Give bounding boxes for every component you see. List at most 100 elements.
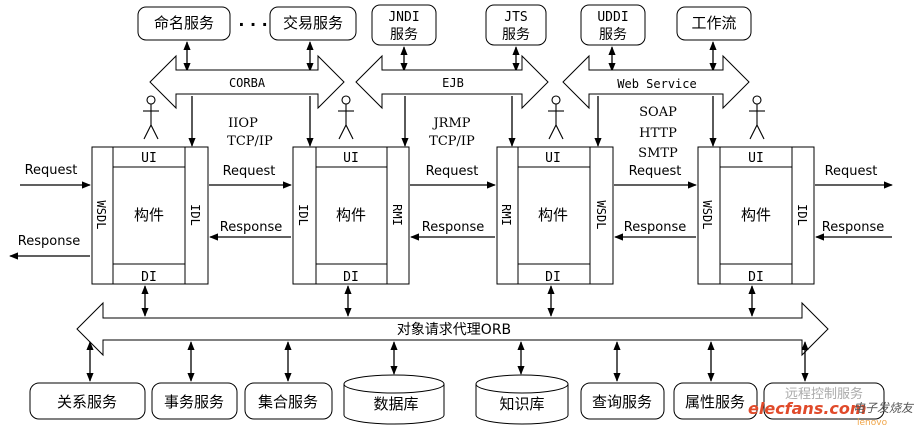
knowledge-base-label: 知识库 <box>499 395 544 413</box>
protocol-tcpip: TCP/IP <box>429 134 475 149</box>
bus-to-component-connectors <box>188 96 717 147</box>
component-di-label: DI <box>141 270 157 285</box>
protocols-middle: JRMP TCP/IP <box>429 116 475 149</box>
response-label: Response <box>18 234 80 249</box>
request-label: Request <box>25 163 78 178</box>
top-service-uddi: UDDI 服务 <box>580 4 646 46</box>
response-label: Response <box>624 220 686 235</box>
component-side-rmi: RMI <box>499 204 513 226</box>
component-side-wsdl: WSDL <box>594 201 608 230</box>
request-labels: Request Request Request Request Request <box>25 163 878 179</box>
top-service-transaction: 交易服务 <box>269 6 357 41</box>
request-label: Request <box>629 164 682 179</box>
request-label: Request <box>426 164 479 179</box>
request-label: Request <box>223 164 276 179</box>
component-to-orb-connectors <box>141 285 756 317</box>
bottom-service-query: 查询服务 <box>580 382 665 420</box>
response-label: Response <box>822 220 884 235</box>
person-icon <box>749 95 765 140</box>
top-service-workflow: 工作流 <box>676 6 752 41</box>
person-icon <box>548 95 564 140</box>
component-side-wsdl: WSDL <box>700 201 714 230</box>
top-service-naming: 命名服务 <box>137 6 231 41</box>
component-di-label: DI <box>748 270 764 285</box>
ellipsis: · · · <box>238 15 267 34</box>
top-service-jts-line2: 服务 <box>502 27 530 43</box>
web-service-bus: Web Service <box>562 54 750 110</box>
bottom-service-remote-control-label: 远程控制服务 <box>785 386 863 402</box>
bottom-service-collection: 集合服务 <box>244 382 333 420</box>
protocol-soap: SOAP <box>639 105 677 120</box>
response-arrows <box>9 233 892 260</box>
corba-bus: CORBA <box>149 54 345 110</box>
protocol-iiop: IIOP <box>228 116 258 131</box>
orb-to-service-connectors <box>86 341 809 382</box>
component-di-label: DI <box>545 270 561 285</box>
bottom-service-relation-label: 关系服务 <box>57 393 117 411</box>
component-ui-label: UI <box>748 151 764 166</box>
bottom-service-property-label: 属性服务 <box>685 393 745 411</box>
bottom-service-transaction-label: 事务服务 <box>164 393 224 411</box>
top-service-jts-line1: JTS <box>504 10 527 25</box>
corba-label: CORBA <box>229 76 266 90</box>
user-icons <box>143 95 765 140</box>
protocol-jrmp: JRMP <box>431 116 470 131</box>
top-service-uddi-line1: UDDI <box>597 10 628 25</box>
orb-bus: 对象请求代理ORB <box>76 301 829 357</box>
request-label: Request <box>825 164 878 179</box>
site-watermark: elecfans.com 电子发烧友 lenovo <box>748 399 914 427</box>
top-connectors <box>183 41 717 72</box>
component-core-label: 构件 <box>538 206 568 224</box>
response-label: Response <box>220 220 282 235</box>
top-service-jndi-line1: JNDI <box>388 10 419 25</box>
top-service-jndi-line2: 服务 <box>390 27 418 43</box>
component-side-rmi: RMI <box>390 204 404 226</box>
ejb-bus: EJB <box>355 54 549 110</box>
response-labels: Response Response Response Response Resp… <box>18 220 884 249</box>
component-2: UI 构件 DI IDL RMI <box>292 146 410 285</box>
ejb-label: EJB <box>442 76 464 90</box>
top-service-uddi-line2: 服务 <box>599 27 627 43</box>
component-core-label: 构件 <box>741 206 771 224</box>
protocols-right: SOAP HTTP SMTP <box>638 105 678 161</box>
protocols-left: IIOP TCP/IP <box>227 116 273 149</box>
top-service-jts: JTS 服务 <box>485 4 547 46</box>
component-core-label: 构件 <box>336 206 366 224</box>
bottom-service-collection-label: 集合服务 <box>258 393 318 411</box>
bottom-service-query-label: 查询服务 <box>592 393 652 411</box>
top-service-naming-label: 命名服务 <box>154 14 214 32</box>
bottom-service-property: 属性服务 <box>673 382 758 420</box>
person-icon <box>143 95 159 140</box>
top-service-jndi: JNDI 服务 <box>371 4 437 46</box>
bottom-service-remote-control: 远程控制服务 <box>763 382 885 420</box>
component-side-wsdl: WSDL <box>94 201 108 230</box>
watermark-cn: 电子发烧友 <box>853 401 914 415</box>
component-side-idl: IDL <box>795 204 809 226</box>
response-label: Response <box>422 220 484 235</box>
bottom-service-relation: 关系服务 <box>29 382 146 420</box>
web-service-label: Web Service <box>617 77 696 91</box>
database-label: 数据库 <box>373 395 418 413</box>
top-service-transaction-label: 交易服务 <box>283 14 343 32</box>
watermark-text: elecfans.com <box>748 399 867 418</box>
component-core-label: 构件 <box>134 206 164 224</box>
component-1: UI 构件 DI WSDL IDL <box>91 146 209 285</box>
protocol-tcpip: TCP/IP <box>227 134 273 149</box>
knowledge-base-cylinder: 知识库 <box>475 374 569 425</box>
protocol-smtp: SMTP <box>638 146 678 161</box>
orb-label: 对象请求代理ORB <box>397 322 511 338</box>
watermark-sub: lenovo <box>857 418 888 427</box>
component-ui-label: UI <box>141 151 157 166</box>
component-di-label: DI <box>343 270 359 285</box>
component-ui-label: UI <box>343 151 359 166</box>
database-cylinder: 数据库 <box>343 374 445 425</box>
component-4: UI 构件 DI WSDL IDL <box>697 146 815 285</box>
component-side-idl: IDL <box>188 204 202 226</box>
top-service-workflow-label: 工作流 <box>691 14 736 32</box>
bottom-service-transaction: 事务服务 <box>151 382 238 420</box>
component-3: UI 构件 DI RMI WSDL <box>496 146 614 285</box>
component-ui-label: UI <box>545 151 561 166</box>
component-side-idl: IDL <box>296 204 310 226</box>
person-icon <box>338 95 354 140</box>
